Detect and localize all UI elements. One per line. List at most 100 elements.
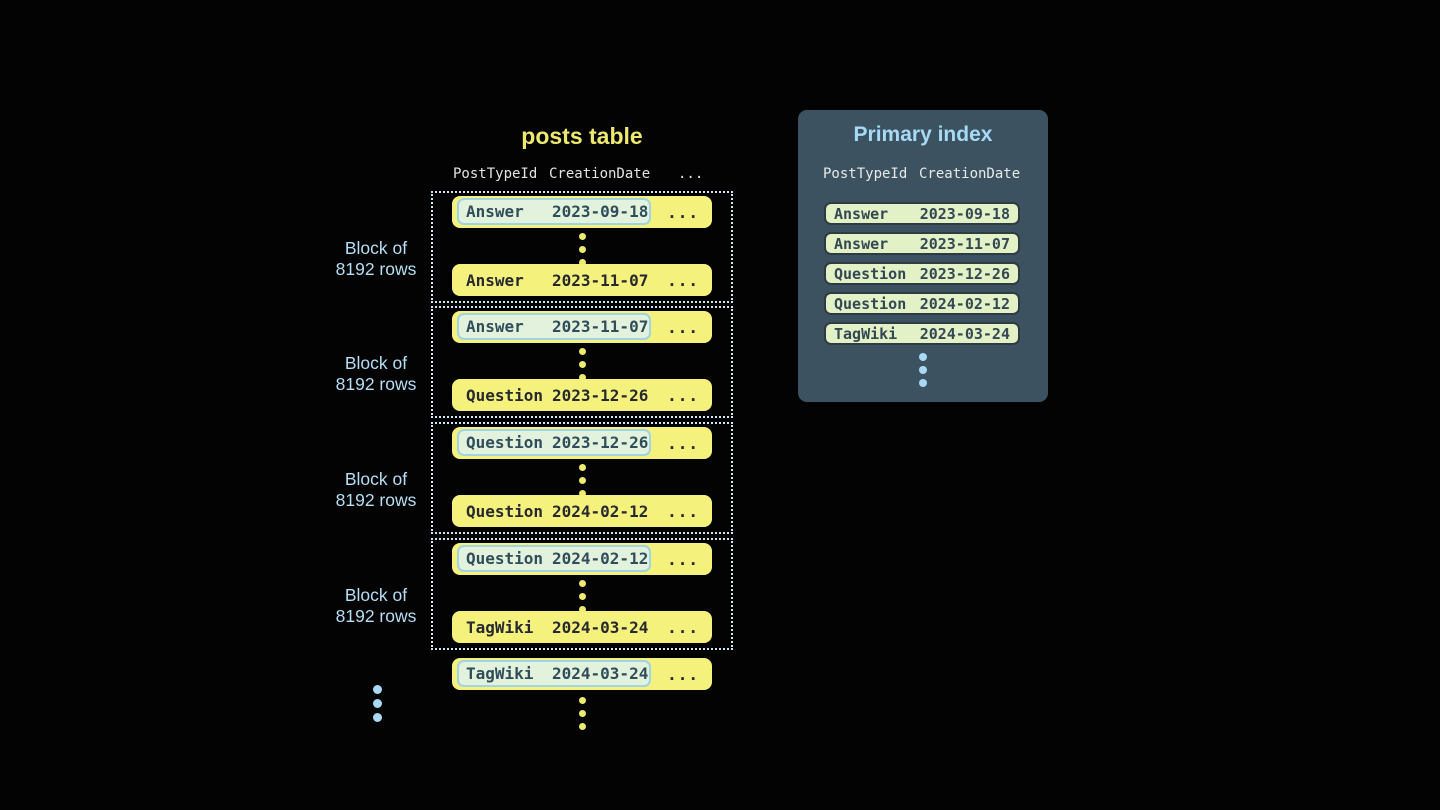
- cell-post-type: Answer: [466, 317, 524, 336]
- dot: [372, 685, 382, 694]
- cell-creation-date: 2023-12-26: [552, 385, 649, 405]
- cell-more: ...: [667, 433, 699, 453]
- cell-creation-date: 2024-03-24: [919, 324, 1010, 343]
- table-row: Question 2023-12-26 ...: [452, 427, 712, 459]
- row-highlight-pill: Question 2024-02-12: [457, 545, 651, 572]
- primary-index-title: Primary index: [853, 123, 993, 146]
- cell-more: ...: [667, 317, 699, 337]
- cell-more: ...: [667, 549, 699, 569]
- column-header-posttypeid: PostTypeId: [823, 166, 908, 182]
- dot: [578, 723, 586, 730]
- block-1: Answer 2023-09-18 ... Answer 2023-11-07 …: [431, 191, 733, 303]
- block-ellipsis-dots: [433, 464, 731, 497]
- cell-post-type: Question: [466, 549, 544, 568]
- cell-more: ...: [667, 617, 699, 637]
- table-row: Question 2024-02-12 ...: [452, 543, 712, 575]
- cell-post-type: TagWiki: [834, 324, 898, 343]
- table-row: Answer 2023-11-07 ...: [452, 311, 712, 343]
- dot: [578, 710, 586, 717]
- column-header-posttypeid: PostTypeId: [453, 166, 538, 182]
- cell-creation-date: 2023-09-18: [552, 202, 649, 221]
- dot: [578, 593, 586, 600]
- cell-more: ...: [667, 501, 699, 521]
- dot: [578, 477, 586, 484]
- dot: [578, 233, 586, 240]
- block-2: Answer 2023-11-07 ... Question 2023-12-2…: [431, 306, 733, 418]
- cell-post-type: Answer: [466, 202, 524, 221]
- cell-creation-date: 2023-11-07: [919, 234, 1010, 253]
- dot: [578, 374, 586, 381]
- row-highlight-pill: Answer 2023-11-07: [457, 313, 651, 340]
- primary-index-panel: Primary index PostTypeId CreationDate An…: [798, 110, 1048, 402]
- dot: [919, 366, 927, 374]
- cell-post-type: Question: [466, 501, 544, 521]
- block-label: Block of 8192 rows: [335, 238, 417, 279]
- dot: [578, 606, 586, 613]
- row-highlight-pill: Answer 2023-09-18: [457, 198, 651, 225]
- cell-creation-date: 2023-11-07: [552, 317, 649, 336]
- cell-post-type: Question: [466, 433, 544, 452]
- table-row: Question 2024-02-12 ...: [452, 495, 712, 527]
- block-label: Block of 8192 rows: [335, 353, 417, 394]
- dot: [578, 490, 586, 497]
- cell-creation-date: 2024-02-12: [552, 549, 649, 568]
- cell-more: ...: [667, 385, 699, 405]
- block-4: Question 2024-02-12 ... TagWiki 2024-03-…: [431, 538, 733, 650]
- dot: [919, 353, 927, 361]
- cell-creation-date: 2024-02-12: [919, 294, 1010, 313]
- dot: [578, 464, 586, 471]
- table-row: Question 2023-12-26 ...: [452, 379, 712, 411]
- cell-creation-date: 2023-09-18: [919, 204, 1010, 223]
- dot: [372, 713, 382, 722]
- table-row: Answer 2023-11-07 ...: [452, 264, 712, 296]
- dot: [578, 246, 586, 253]
- table-row: TagWiki 2024-03-24 ...: [452, 611, 712, 643]
- cell-creation-date: 2023-12-26: [552, 433, 649, 452]
- dot: [578, 361, 586, 368]
- index-row: Question 2024-02-12: [824, 292, 1020, 315]
- cell-creation-date: 2023-12-26: [919, 264, 1010, 283]
- cell-more: ...: [667, 664, 699, 684]
- posts-table-title: posts table: [521, 123, 643, 149]
- cell-post-type: TagWiki: [466, 664, 534, 683]
- block-3: Question 2023-12-26 ... Question 2024-02…: [431, 422, 733, 534]
- block-ellipsis-dots: [433, 348, 731, 381]
- index-row: Answer 2023-11-07: [824, 232, 1020, 255]
- dot: [919, 379, 927, 387]
- index-row: Question 2023-12-26: [824, 262, 1020, 285]
- block-ellipsis-dots: [433, 580, 731, 613]
- index-continuation-dots: [798, 353, 1048, 387]
- cell-creation-date: 2024-03-24: [552, 617, 649, 637]
- row-highlight-pill: Question 2023-12-26: [457, 429, 651, 456]
- cell-post-type: Answer: [834, 204, 889, 223]
- cell-more: ...: [667, 202, 699, 222]
- cell-creation-date: 2023-11-07: [552, 270, 649, 290]
- cell-creation-date: 2024-03-24: [552, 664, 649, 683]
- column-header-creationdate: CreationDate: [919, 166, 1021, 182]
- dot: [578, 259, 586, 266]
- block-label: Block of 8192 rows: [335, 585, 417, 626]
- block-ellipsis-dots: [433, 233, 731, 266]
- cell-more: ...: [667, 270, 699, 290]
- cell-post-type: Question: [834, 264, 907, 283]
- dot: [578, 697, 586, 704]
- dot: [578, 348, 586, 355]
- cell-post-type: TagWiki: [466, 617, 534, 637]
- cell-post-type: Question: [466, 385, 544, 405]
- column-header-more: ...: [678, 166, 704, 182]
- dot: [578, 580, 586, 587]
- cell-post-type: Question: [834, 294, 907, 313]
- dot: [372, 699, 382, 708]
- cell-creation-date: 2024-02-12: [552, 501, 649, 521]
- table-row: Answer 2023-09-18 ...: [452, 196, 712, 228]
- table-continuation-dots: [452, 697, 712, 730]
- table-row-overflow: TagWiki 2024-03-24 ...: [452, 658, 712, 690]
- blocks-continuation-dots: [340, 685, 414, 722]
- index-row: TagWiki 2024-03-24: [824, 322, 1020, 345]
- row-highlight-pill: TagWiki 2024-03-24: [457, 660, 651, 687]
- block-label: Block of 8192 rows: [335, 469, 417, 510]
- column-header-creationdate: CreationDate: [549, 166, 651, 182]
- index-row: Answer 2023-09-18: [824, 202, 1020, 225]
- cell-post-type: Answer: [834, 234, 889, 253]
